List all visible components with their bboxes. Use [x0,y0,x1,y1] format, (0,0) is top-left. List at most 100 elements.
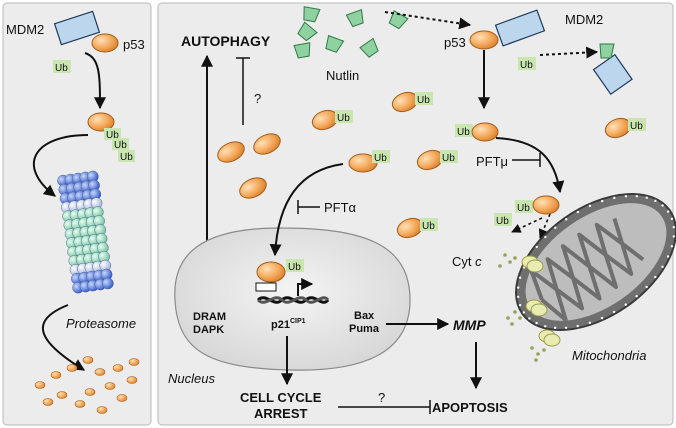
peptide-fragment [82,356,94,364]
ub-tag-icon [335,110,353,123]
cytochrome-c-dot [503,253,507,257]
mito-membrane-dot [565,218,568,221]
autophagy-label: AUTOPHAGY [181,33,271,49]
mito-membrane-dot [654,199,657,203]
mito-membrane-dot [672,235,675,238]
peptide-fragments [34,356,140,414]
p21-label-sup: CIP1 [290,318,306,325]
ub-tag-icon [628,118,646,131]
ub-tag-icon [440,150,458,163]
nutlin-icon [325,34,345,53]
peptide-fragment [66,364,78,372]
cytochrome-c-dot [510,322,514,326]
cytochrome-c-dot [506,316,510,320]
mito-membrane-dot [645,196,648,199]
ub-tag-icon [515,200,533,213]
left-ub-label: Ub [106,130,119,141]
mito-entry-arrow [538,213,551,239]
bax-label: Bax [354,310,375,322]
peptide-fragment [56,391,68,399]
mito-membrane-dot [554,226,557,229]
nutlin-bound-icon [599,43,615,59]
mitochondria-dots [516,194,676,330]
dna-helix-icon [256,296,330,304]
cyt-c-label-main: Cyt [452,254,472,269]
ub-tag-icon [455,124,473,137]
peptide-fragment [116,394,128,402]
ub-label: Ub [442,153,455,164]
mito-membrane-dot [588,204,592,208]
mito-membrane-dot [518,276,522,279]
promoter-box-icon [255,282,277,292]
proteasome-icon [57,170,114,294]
ub-label: Ub [496,216,509,227]
peptide-fragment [94,368,106,376]
nutlin-icon [388,10,409,30]
mito-membrane-dot [670,217,674,221]
apoptosis-label: APOPTOSIS [432,400,508,415]
dram-label: DRAM [193,311,226,323]
cytochrome-c-dot [530,346,534,350]
mmp-pores [521,255,561,347]
left-ub-label: Ub [120,152,133,163]
proteasome-arrow [33,134,89,197]
mito-membrane-dot [654,275,657,279]
ub-label: Ub [374,153,387,164]
mito-membrane-dot [517,286,520,289]
cytochrome-c-dot [498,264,502,268]
cytochrome-c-dot [508,260,512,264]
pore-icon [526,259,544,273]
dapk-label: DAPK [193,324,224,336]
nutlin-icon [303,6,321,23]
ub-tag-icon [286,259,304,272]
ub-tag-icon [372,150,390,163]
cell-cycle-arrest-label-line1: CELL CYCLE [240,390,322,405]
right-p53-label: p53 [444,35,466,50]
p53-icon [253,133,281,155]
peptide-fragment [34,381,46,389]
mdm2-icon [592,53,633,96]
p53-icon [87,112,115,132]
peptide-fragment [104,382,116,390]
mito-membrane-dot [666,210,670,213]
ub-label: Ub [630,121,643,132]
p53-icon [471,122,499,142]
peptide-fragment [50,371,62,379]
cytochrome-c-dot [518,316,522,320]
peptide-fragment [96,406,108,414]
cytochrome-c-dot [513,310,517,314]
proteasome-label: Proteasome [66,316,136,331]
left-mdm2-complex [53,10,119,53]
mito-translocation-arrow [495,137,565,194]
mito-membrane-dot [535,245,538,249]
right-mdm2-label: MDM2 [565,12,603,27]
mitochondria-label: Mitochondria [572,348,646,363]
ub-tag-icon [53,60,71,73]
mito-membrane-dot [588,321,591,325]
nutlin-icon [345,8,364,28]
p53-icon [532,195,560,215]
cytochrome-c-dot [542,348,546,352]
ub-tag-icon [494,213,512,226]
nutlin-arrow [384,11,472,30]
transcription-start-arrow [297,278,314,296]
ub-label: Ub [517,203,530,214]
ub-label: Ub [520,60,533,71]
p53-icon [91,33,119,53]
pore-icon [530,303,548,317]
mito-membrane-dot [544,235,547,239]
nutlin-molecules [293,6,409,59]
mito-membrane-dot [624,303,627,306]
mito-membrane-dot [601,199,604,203]
mito-membrane-dot [672,226,676,229]
apoptosis-question-label: ? [378,390,385,405]
mdm2-icon [53,10,101,46]
cyt-c-label-italic: c [475,254,482,269]
mito-membrane-dot [576,210,580,214]
pore-icon [543,333,561,347]
ub-tag-icon [112,138,129,150]
nucleus-label: Nucleus [168,371,215,386]
cell-cycle-arrest-label-line2: ARREST [254,406,308,421]
